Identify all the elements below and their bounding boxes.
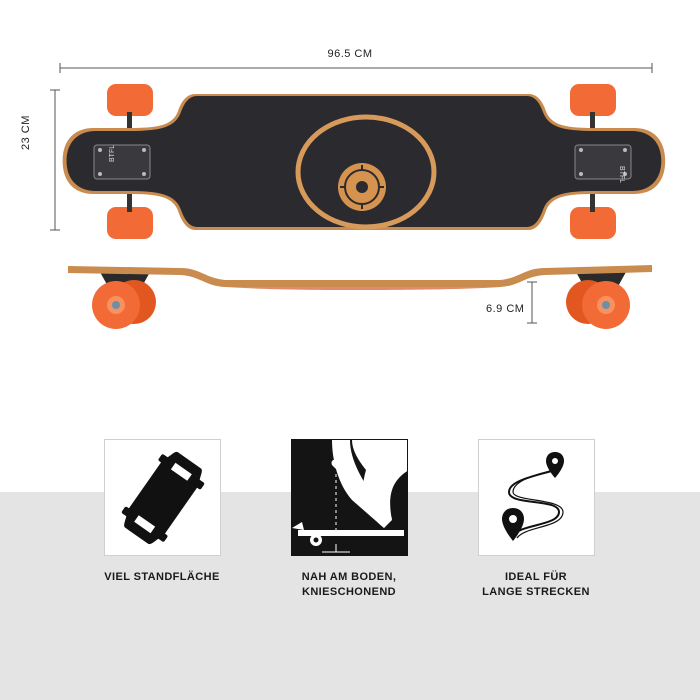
feature-label-standing-area: VIEL STANDFLÄCHE: [104, 571, 220, 583]
feature-box-low-ground: [291, 439, 408, 556]
top-view-deck: [62, 94, 666, 230]
height-dimension-line: [527, 281, 537, 324]
side-view-board: [68, 265, 652, 329]
feature-label-long-distance: IDEAL FÜR LANGE STRECKEN: [482, 571, 590, 598]
top-view-wheels: [107, 84, 616, 239]
longboard-icon: [121, 451, 205, 545]
truck-logo-right: BTFL: [618, 166, 625, 183]
height-dimension-label: 6.9 CM: [486, 303, 525, 315]
width-dimension-line: [50, 89, 60, 231]
route-map-pin-icon: [502, 452, 564, 541]
longboard-illustration: BTFL BTFL: [50, 63, 666, 329]
feature-label-low-ground: NAH AM BODEN, KNIESCHONEND: [301, 571, 397, 598]
feature-box-long-distance: [478, 439, 595, 556]
knee-low-ground-icon: [292, 440, 407, 553]
truck-logo-left: BTFL: [109, 145, 116, 162]
feature-box-standing-area: [104, 439, 221, 556]
length-dimension-label: 96.5 CM: [327, 48, 373, 60]
length-dimension-line: [59, 63, 653, 73]
